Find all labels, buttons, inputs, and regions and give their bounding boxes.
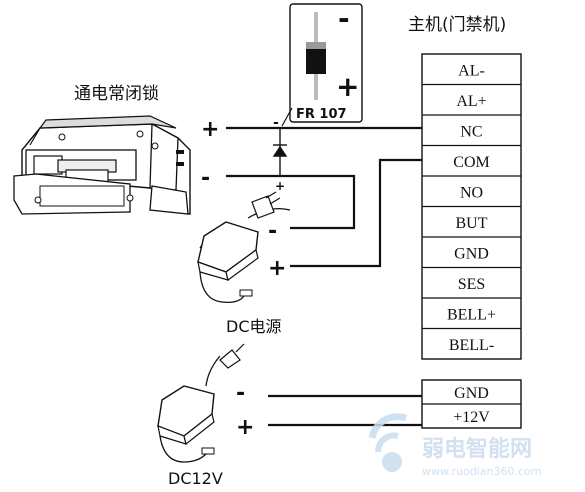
terminal-bell: BELL- <box>449 337 494 354</box>
terminal-no: NO <box>460 184 483 201</box>
diode-body <box>306 42 326 74</box>
terminal-bell: BELL+ <box>447 306 496 323</box>
terminal-gnd: GND <box>454 245 489 262</box>
diode-cathode-band <box>306 42 326 49</box>
diode-callout <box>281 3 363 127</box>
lock-plus-label: + <box>201 117 219 142</box>
wires <box>226 126 422 427</box>
controller-title: 主机(门禁机) <box>408 15 506 35</box>
wire-supply-plus-to-com <box>290 158 422 268</box>
supply-plus-label: + <box>268 256 286 281</box>
supply-label: DC电源 <box>226 317 282 336</box>
watermark-name: 弱电智能网 <box>422 436 532 462</box>
diode-minus-label: - <box>273 115 279 131</box>
dc12v-power-adapter <box>157 343 245 463</box>
dc12v-minus-label: - <box>236 381 245 406</box>
watermark: 弱电智能网 www.ruodian360.com <box>368 413 541 478</box>
diode-plus-label: + <box>275 179 285 193</box>
terminal-ses: SES <box>458 276 486 293</box>
lock-minus-label: - <box>201 166 210 191</box>
wire-lock-minus-to-supply-minus <box>226 174 356 230</box>
watermark-logo <box>368 413 408 472</box>
diode-mark-plus: + <box>336 70 359 103</box>
dc-power-adapter <box>197 191 291 304</box>
lock-title: 通电常闭锁 <box>74 84 159 104</box>
terminal-com: COM <box>453 154 489 171</box>
watermark-url: www.ruodian360.com <box>422 465 541 478</box>
power-terminal-block: GND +12V <box>421 379 522 429</box>
electric-lock-illustration <box>13 115 191 215</box>
terminal-al: AL- <box>458 62 485 79</box>
dc12v-label: DC12V <box>168 469 223 488</box>
terminal-al: AL+ <box>456 93 486 110</box>
diode-mark-minus: - <box>338 2 350 35</box>
terminal-but: BUT <box>456 215 488 232</box>
terminal-nc: NC <box>460 123 482 140</box>
controller-terminal-block: AL- AL+ NC COM NO BUT GND SES BELL+ BELL- <box>421 53 522 360</box>
power-terminal-12v: +12V <box>453 409 490 426</box>
diode-across-lock <box>272 128 288 176</box>
diode-model-label: FR 107 <box>296 107 347 122</box>
power-terminal-gnd: GND <box>454 385 489 402</box>
dc12v-plus-label: + <box>236 415 254 440</box>
supply-minus-label: - <box>268 219 277 244</box>
